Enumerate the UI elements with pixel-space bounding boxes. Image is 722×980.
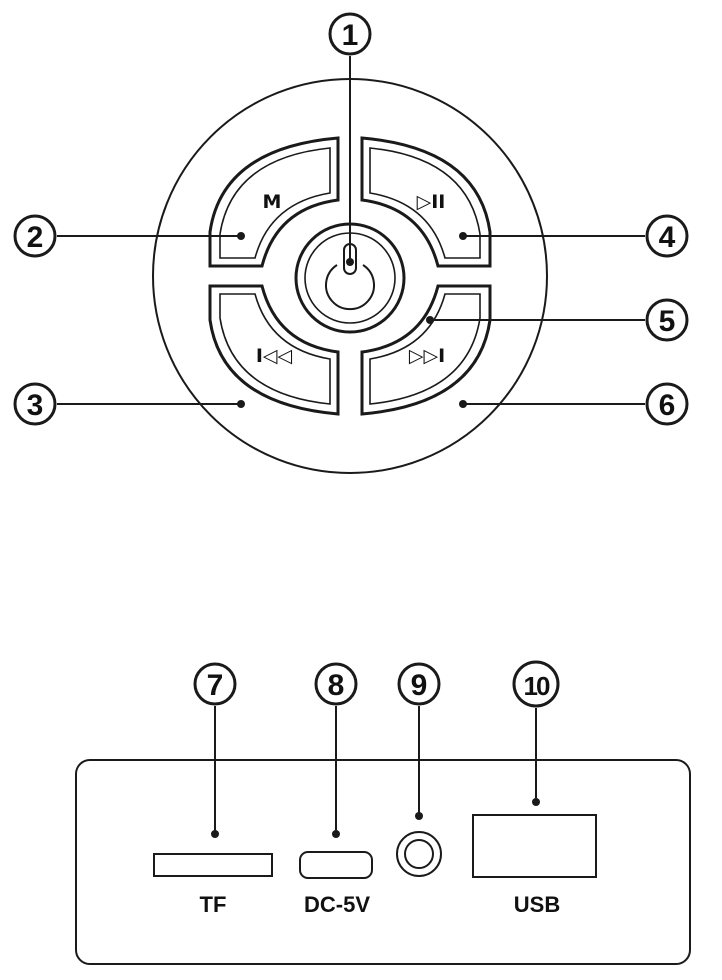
leader-dot-6 [459,400,467,408]
port-panel-outline [75,759,691,965]
next-button-inner [369,293,481,405]
callout-7: 7 [193,662,237,706]
svg-text:5: 5 [659,305,676,338]
mode-button-outline [208,136,340,268]
play-pause-button-outline [360,136,492,268]
svg-text:4: 4 [659,221,676,254]
svg-text:8: 8 [328,669,345,702]
leader-dot-3 [237,400,245,408]
callout-3: 3 [13,382,57,426]
svg-text:10: 10 [524,671,550,701]
callout-6: 6 [645,382,689,426]
leader-dot-2 [237,232,245,240]
previous-button-outline [208,284,340,416]
leader-dot-1 [346,258,354,266]
audio-jack-inner [404,839,434,869]
leader-dot-4 [459,232,467,240]
mode-button-label: M [263,191,282,213]
leader-dot-7 [211,830,219,838]
callout-4: 4 [645,214,689,258]
svg-text:9: 9 [411,669,428,702]
port-panel: TF DC-5V USB 7 8 9 [75,660,691,965]
dc-5v-label: DC-5V [304,892,370,917]
callout-1: 1 [328,12,372,56]
play-pause-button-inner [369,147,481,259]
leader-dot-5 [426,316,434,324]
next-button-label: ▷▷I [409,345,445,367]
audio-jack-outer [396,831,442,877]
svg-text:2: 2 [27,221,44,254]
control-panel: M ▷II I◁◁ ▷▷I 1 2 3 4 [13,12,689,474]
usb-label: USB [514,892,560,917]
mode-button-inner [219,147,331,259]
leader-dot-9 [415,812,423,820]
callout-5: 5 [645,298,689,342]
dc-5v-port [299,851,373,879]
callout-9: 9 [397,662,441,706]
callout-10: 10 [512,660,560,708]
play-pause-button-label: ▷II [417,191,446,213]
usb-port [472,814,597,878]
tf-label: TF [200,892,227,917]
callout-8: 8 [314,662,358,706]
tf-card-slot [153,853,273,877]
previous-button-label: I◁◁ [256,345,293,367]
leader-dot-10 [532,798,540,806]
previous-button-inner [219,293,331,405]
leader-dot-8 [332,830,340,838]
svg-text:3: 3 [27,389,44,422]
svg-text:7: 7 [207,669,224,702]
callout-2: 2 [13,214,57,258]
svg-text:1: 1 [342,19,359,52]
svg-text:6: 6 [659,389,676,422]
